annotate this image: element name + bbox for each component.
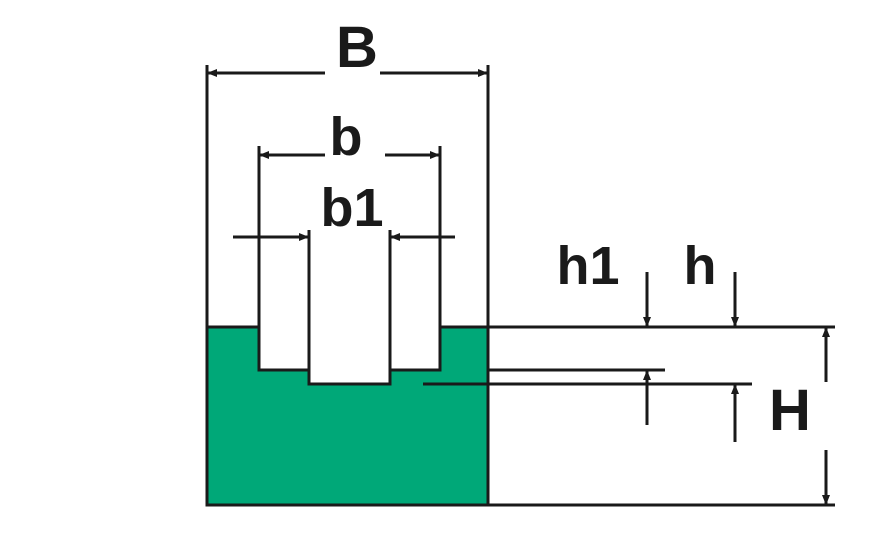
profile-body	[205, 325, 490, 507]
label-b1: b1	[320, 178, 383, 238]
label-H: H	[769, 378, 811, 443]
label-b: b	[330, 107, 363, 167]
label-h1: h1	[556, 236, 619, 296]
label-h: h	[684, 236, 717, 296]
label-B: B	[336, 15, 378, 80]
